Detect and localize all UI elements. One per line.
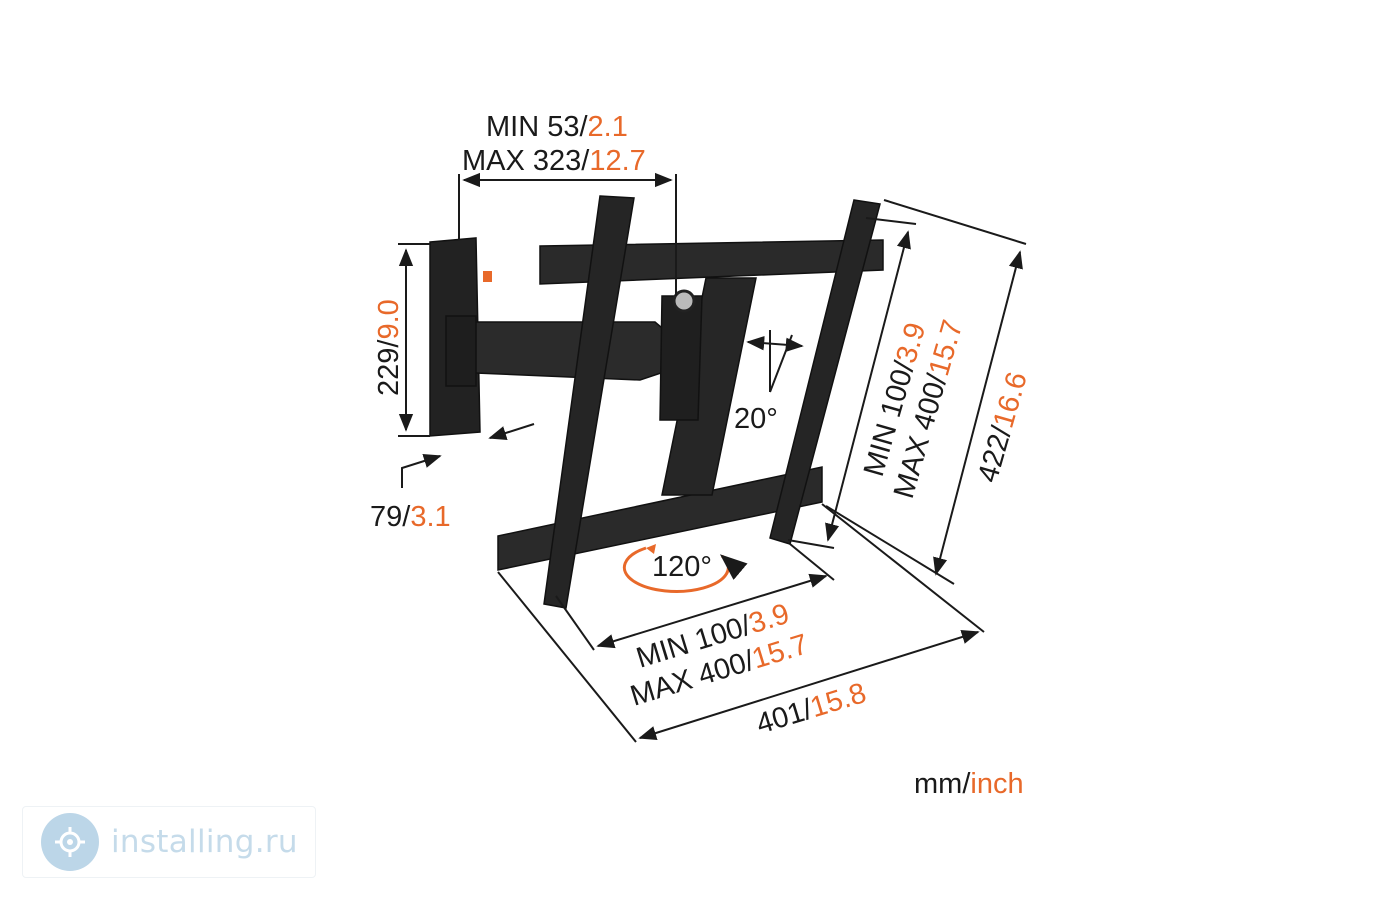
arm-extension-min-label: MIN 53/2.1 [486, 111, 628, 143]
swivel-angle-label: 120° [652, 551, 712, 583]
watermark-logo-icon [41, 813, 99, 871]
wall-plate-depth-label: 79/3.1 [370, 501, 451, 533]
units-label: mm/inch [914, 768, 1024, 800]
tilt-column [661, 277, 757, 496]
wall-plate-height-label: 229/9.0 [373, 299, 405, 396]
tilt-angle-label: 20° [734, 403, 778, 435]
total-width-label: 401/15.8 [753, 677, 870, 741]
tv-mount-illustration [429, 195, 884, 609]
total-height-label: 422/16.6 [972, 369, 1034, 486]
watermark: installing.ru [22, 806, 316, 878]
tilt-knob [672, 289, 696, 313]
bottom-rail [497, 466, 823, 571]
tilt-bracket [659, 295, 703, 421]
left-vertical-strap [543, 195, 635, 609]
wall-plate-knob [483, 271, 492, 282]
arm-hinge [445, 315, 477, 387]
dimension-lines [398, 172, 1027, 743]
gear-icon [55, 827, 85, 857]
arm-extension-max-label: MAX 323/12.7 [462, 145, 646, 177]
watermark-text: installing.ru [111, 824, 298, 860]
